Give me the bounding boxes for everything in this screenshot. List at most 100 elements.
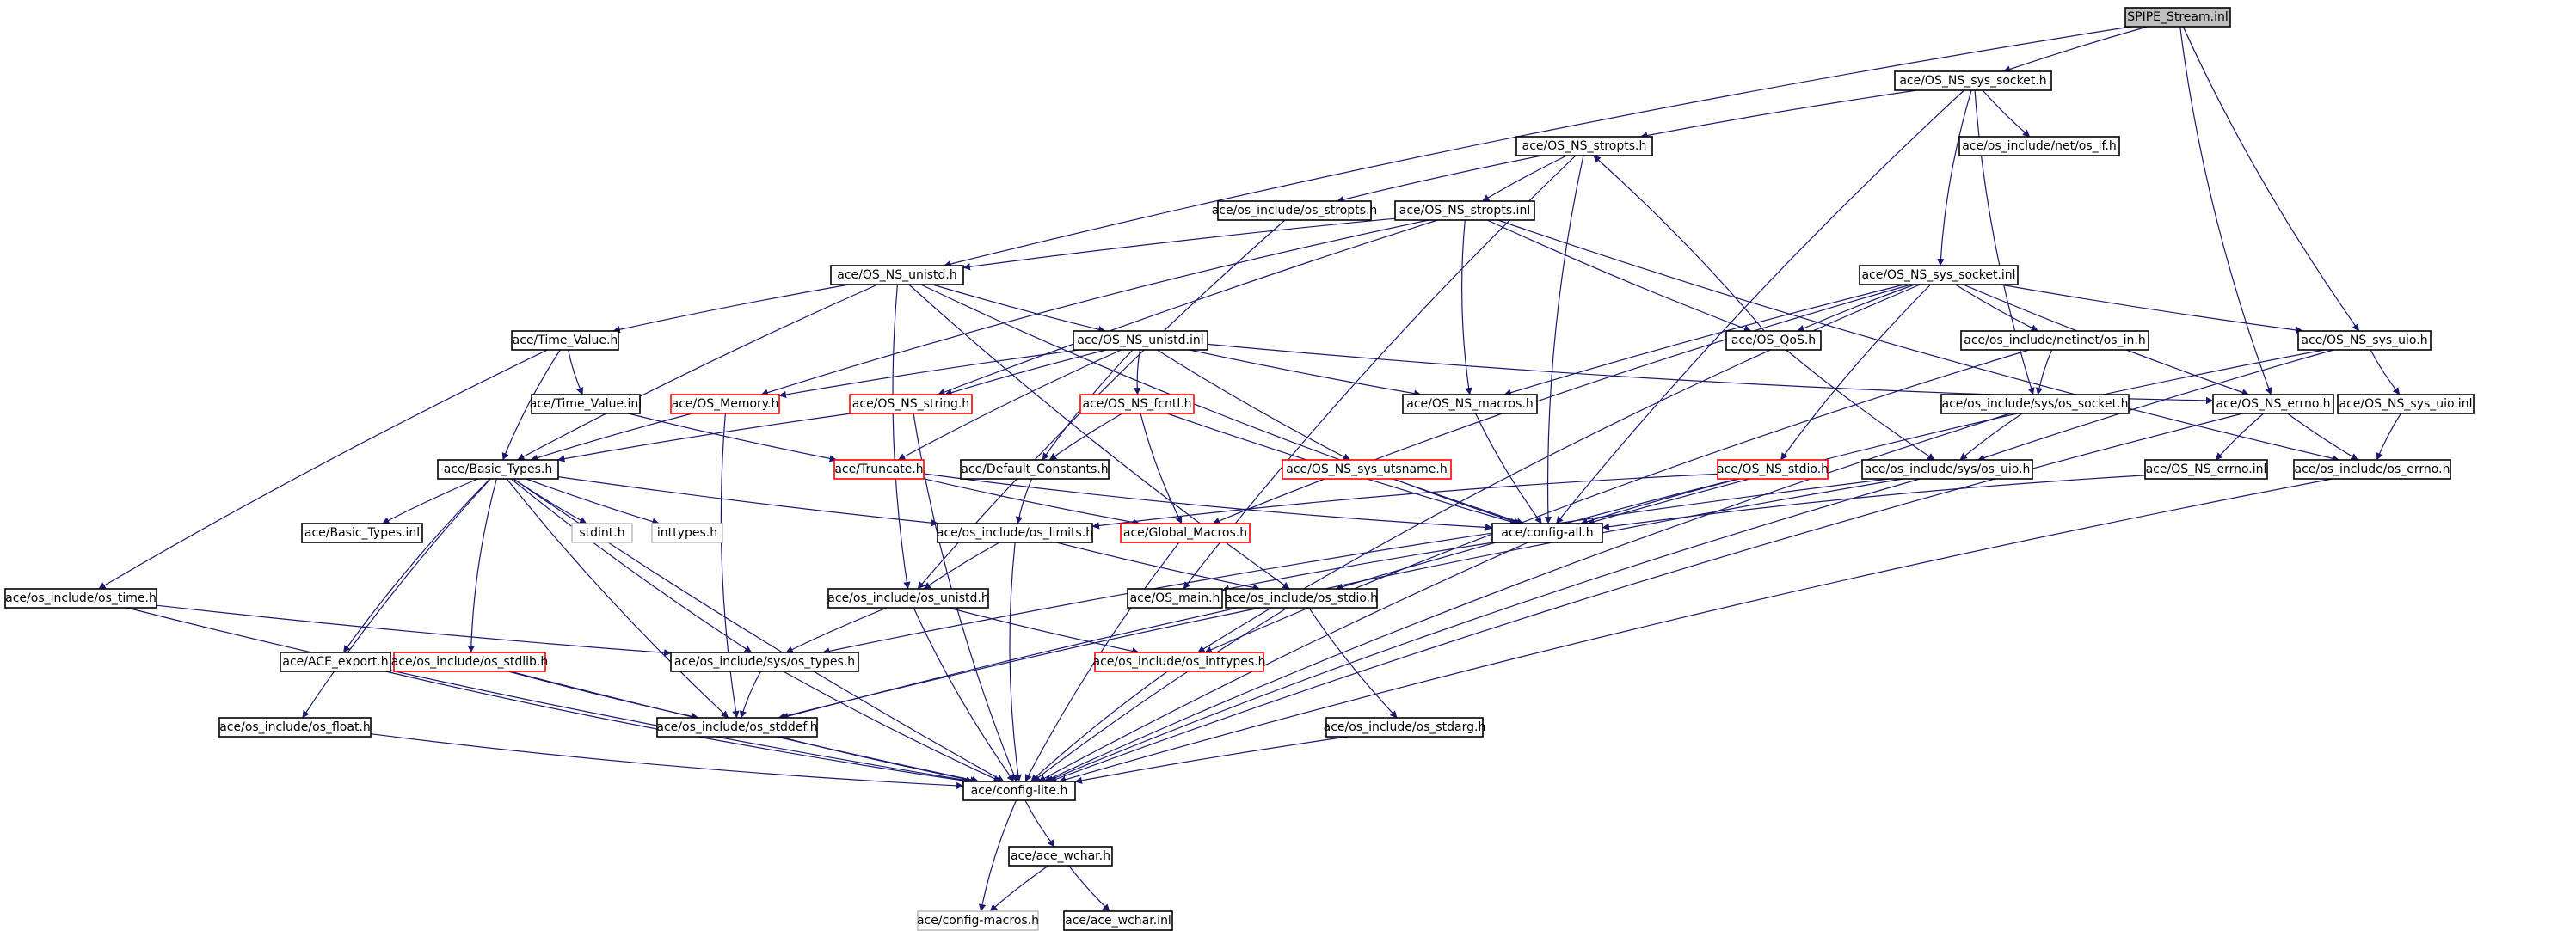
node-box — [1491, 523, 1603, 543]
node-label: ace/Global_Macros.h — [1123, 526, 1247, 540]
edge-OS_NS_unistd_h-to-os_include_os_unistd_h — [892, 284, 911, 590]
node-Basic_Types_inl[interactable]: ace/Basic_Types.inl — [301, 523, 423, 543]
node-OS_NS_unistd_h[interactable]: ace/OS_NS_unistd.h — [830, 265, 964, 285]
edge-os_include_os_time_h-to-config_lite_h — [126, 607, 974, 784]
node-OS_NS_unistd_inl[interactable]: ace/OS_NS_unistd.inl — [1073, 330, 1208, 351]
node-OS_NS_sys_uio_inl[interactable]: ace/OS_NS_sys_uio.inl — [2337, 394, 2475, 414]
node-os_include_os_limits_h[interactable]: ace/os_include/os_limits.h — [937, 523, 1093, 543]
node-os_include_os_float_h[interactable]: ace/os_include/os_float.h — [218, 717, 372, 738]
edge-OS_QoS_h-to-OS_NS_stropts_h — [1593, 155, 1765, 332]
node-OS_NS_errno_h[interactable]: ace/OS_NS_errno.h — [2212, 394, 2334, 414]
node-label: ace/OS_main.h — [1130, 591, 1220, 605]
node-os_include_os_errno_h[interactable]: ace/os_include/os_errno.h — [2293, 459, 2451, 480]
node-os_include_sys_os_types_h[interactable]: ace/os_include/sys/os_types.h — [670, 652, 859, 672]
node-label: ace/Time_Value.h — [513, 334, 618, 347]
node-label: ace/ACE_export.h — [282, 655, 388, 669]
node-OS_NS_stropts_inl[interactable]: ace/OS_NS_stropts.inl — [1394, 200, 1535, 221]
node-os_include_net_os_if_h[interactable]: ace/os_include/net/os_if.h — [1958, 136, 2120, 156]
edge-os_include_sys_os_socket_h-to-os_include_sys_os_uio_h — [1959, 413, 2023, 461]
node-config_all_h[interactable]: ace/config-all.h — [1491, 523, 1603, 543]
node-Time_Value_inl[interactable]: ace/Time_Value.inl — [530, 394, 642, 414]
node-OS_NS_sys_uio_h[interactable]: ace/OS_NS_sys_uio.h — [2297, 330, 2432, 351]
node-label: ace/OS_NS_stdio.h — [1717, 462, 1829, 476]
node-ace_wchar_inl[interactable]: ace/ace_wchar.inl — [1063, 910, 1173, 931]
edge-OS_NS_errno_h-to-os_include_os_errno_h — [2287, 413, 2358, 461]
node-OS_NS_stropts_h[interactable]: ace/OS_NS_stropts.h — [1515, 136, 1653, 156]
node-os_include_os_unistd_h[interactable]: ace/os_include/os_unistd.h — [827, 588, 989, 609]
edge-os_include_sys_os_types_h-to-os_include_os_stddef_h — [739, 671, 761, 719]
edge-Truncate_h-to-config_all_h — [923, 473, 1493, 531]
edge-os_include_os_limits_h-to-os_include_os_unistd_h — [923, 542, 1000, 590]
node-box — [2293, 459, 2451, 480]
node-box — [2124, 7, 2231, 28]
edge-OS_NS_sys_uio_h-to-config_all_h — [1587, 349, 2325, 525]
edge-OS_NS_sys_socket_h-to-OS_NS_sys_socket_inl — [1937, 89, 1972, 266]
node-os_include_sys_os_uio_h[interactable]: ace/os_include/sys/os_uio.h — [1861, 459, 2033, 480]
node-label: ace/OS_NS_sys_utsname.h — [1286, 462, 1447, 476]
node-Default_Constants_h[interactable]: ace/Default_Constants.h — [960, 459, 1110, 480]
node-os_include_netinet_os_in_h[interactable]: ace/os_include/netinet/os_in.h — [1960, 330, 2149, 351]
node-ace_wchar_h[interactable]: ace/ace_wchar.h — [1008, 846, 1113, 867]
edge-Basic_Types_h-to-inttypes_h — [526, 478, 660, 525]
node-label: ace/OS_NS_unistd.h — [837, 268, 957, 282]
node-config_lite_h[interactable]: ace/config-lite.h — [962, 781, 1076, 801]
edge-OS_NS_sys_socket_h-to-config_all_h — [1555, 89, 1965, 524]
node-box — [960, 459, 1110, 480]
edge-Basic_Types_h-to-os_include_os_limits_h — [557, 476, 939, 527]
node-os_include_os_inttypes_h[interactable]: ace/os_include/os_inttypes.h — [1093, 652, 1266, 672]
edge-os_include_os_limits_h-to-os_include_os_stdio_h — [1056, 542, 1261, 591]
node-os_include_os_time_h[interactable]: ace/os_include/os_time.h — [4, 588, 157, 609]
node-Basic_Types_h[interactable]: ace/Basic_Types.h — [437, 459, 559, 480]
edge-OS_NS_sys_utsname_h-to-config_all_h — [1393, 478, 1522, 525]
node-box — [1079, 394, 1195, 414]
node-OS_main_h[interactable]: ace/OS_main.h — [1127, 588, 1223, 609]
node-box — [4, 588, 157, 609]
node-os_include_os_stropts_h[interactable]: ace/os_include/os_stropts.h — [1212, 200, 1378, 221]
node-OS_NS_stdio_h[interactable]: ace/OS_NS_stdio.h — [1717, 459, 1829, 480]
node-box — [1958, 136, 2120, 156]
node-os_include_sys_os_socket_h[interactable]: ace/os_include/sys/os_socket.h — [1940, 394, 2130, 414]
node-inttypes_h: inttypes.h — [651, 523, 723, 543]
node-box — [962, 781, 1076, 801]
node-label: ace/OS_NS_string.h — [852, 397, 969, 411]
edge-os_include_os_stdio_h-to-os_include_os_stdarg_h — [1308, 607, 1398, 719]
edge-Basic_Types_h-to-Basic_Types_inl — [382, 478, 478, 524]
node-os_include_os_stdarg_h[interactable]: ace/os_include/os_stdarg.h — [1324, 717, 1486, 738]
node-label: ace/config-macros.h — [917, 914, 1039, 928]
node-box — [218, 717, 372, 738]
edge-os_include_sys_os_socket_h-to-config_lite_h — [1043, 413, 2011, 782]
node-os_include_os_stddef_h[interactable]: ace/os_include/os_stddef.h — [656, 717, 818, 738]
edge-os_include_os_stdarg_h-to-config_lite_h — [1074, 736, 1348, 784]
node-OS_Memory_h[interactable]: ace/OS_Memory.h — [670, 394, 780, 414]
nodes-layer: SPIPE_Stream.inl ace/OS_NS_sys_socket.hac… — [4, 7, 2475, 931]
edge-OS_NS_sys_socket_inl-to-OS_NS_stdio_h — [1780, 284, 1932, 461]
node-OS_NS_sys_socket_h[interactable]: ace/OS_NS_sys_socket.h — [1894, 70, 2052, 91]
node-OS_NS_macros_h[interactable]: ace/OS_NS_macros.h — [1402, 394, 1538, 414]
edge-OS_NS_unistd_inl-to-OS_Memory_h — [778, 349, 1079, 399]
node-box — [1402, 394, 1538, 414]
node-box — [280, 652, 391, 672]
node-ACE_export_h[interactable]: ace/ACE_export.h — [280, 652, 391, 672]
node-box — [2297, 330, 2432, 351]
node-OS_NS_fcntl_h[interactable]: ace/OS_NS_fcntl.h — [1079, 394, 1195, 414]
node-OS_QoS_h[interactable]: ace/OS_QoS.h — [1725, 330, 1822, 351]
node-label: ace/OS_NS_stropts.inl — [1399, 204, 1530, 217]
edge-Basic_Types_h-to-ACE_export_h — [342, 478, 491, 653]
node-os_include_os_stdio_h[interactable]: ace/os_include/os_stdio.h — [1225, 588, 1378, 609]
node-OS_NS_sys_socket_inl[interactable]: ace/OS_NS_sys_socket.inl — [1859, 265, 2019, 285]
node-Truncate_h[interactable]: ace/Truncate.h — [833, 459, 925, 480]
edge-os_include_sys_os_uio_h-to-os_include_sys_os_types_h — [822, 478, 1890, 655]
edge-os_include_os_time_h-to-os_include_sys_os_types_h — [156, 604, 672, 657]
node-SPIPE_Stream_inl[interactable]: SPIPE_Stream.inl — [2124, 7, 2231, 28]
edge-Time_Value_inl-to-Truncate_h — [628, 413, 838, 462]
node-os_include_os_stdlib_h[interactable]: ace/os_include/os_stdlib.h — [391, 652, 548, 672]
node-Global_Macros_h[interactable]: ace/Global_Macros.h — [1120, 523, 1251, 543]
edge-OS_NS_stdio_h-to-os_include_os_limits_h — [1091, 473, 1718, 530]
node-OS_NS_string_h[interactable]: ace/OS_NS_string.h — [849, 394, 973, 414]
node-OS_NS_errno_inl[interactable]: ace/OS_NS_errno.inl — [2144, 459, 2268, 480]
node-OS_NS_sys_utsname_h[interactable]: ace/OS_NS_sys_utsname.h — [1282, 459, 1452, 480]
node-label: ace/os_include/os_stropts.h — [1212, 204, 1378, 217]
edge-OS_NS_sys_socket_inl-to-OS_QoS_h — [1797, 284, 1915, 332]
node-label: ace/OS_NS_macros.h — [1406, 397, 1533, 411]
node-Time_Value_h[interactable]: ace/Time_Value.h — [511, 330, 619, 351]
